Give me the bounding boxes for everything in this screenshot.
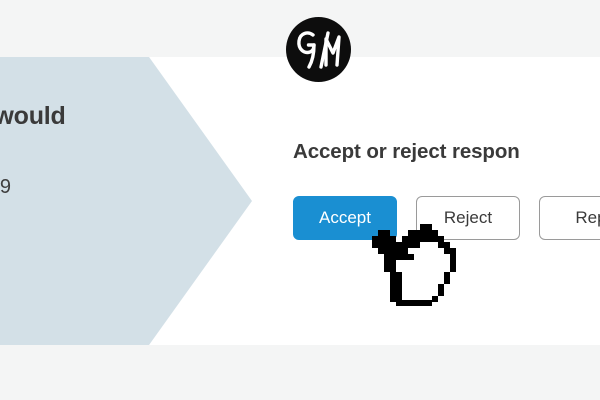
response-panel: Accept or reject respon xyxy=(293,140,600,165)
testimonial-body-line-1: onsectetuer xyxy=(0,212,182,234)
gm-logo-icon xyxy=(286,17,351,82)
testimonial-heading-line-2: offer. xyxy=(0,134,182,168)
panel-title: Accept or reject respon xyxy=(293,140,520,163)
testimonial-body-line-3: lore” xyxy=(0,256,182,278)
testimonial-date: uary 2019 xyxy=(0,175,11,198)
reject-button[interactable]: Reject xyxy=(416,196,520,240)
accept-button[interactable]: Accept xyxy=(293,196,397,240)
testimonial-heading-line-1: d and would xyxy=(0,102,66,130)
testimonial-body-line-2: mmy nibh xyxy=(0,234,182,256)
response-button-row: Accept Reject Rep xyxy=(293,196,600,240)
testimonial-text-block: d and would offer. uary 2019 onsectetuer… xyxy=(0,100,182,278)
reply-button[interactable]: Rep xyxy=(539,196,600,240)
